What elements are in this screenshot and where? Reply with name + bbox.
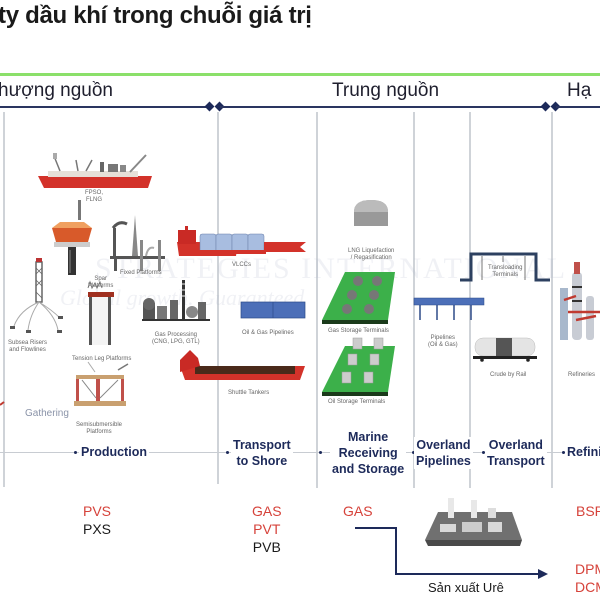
caption-gas-storage: Gas Storage Terminals: [328, 328, 389, 334]
segment-midstream-line: [220, 106, 546, 108]
column-divider: [217, 112, 219, 484]
company-pxs: PXS: [83, 521, 112, 537]
caption-semisubmersible: Semisubmersible Platforms: [76, 422, 123, 435]
segment-downstream-line: [556, 106, 600, 108]
stage-marker: [319, 451, 322, 454]
stage-overland-transport: Overland Transport: [485, 437, 547, 469]
urea-production-label: Sản xuất Urê: [428, 580, 504, 595]
companies-marine: GAS: [343, 502, 373, 520]
urea-plant-icon: [425, 498, 522, 546]
company-pvb: PVB: [252, 539, 281, 555]
lng-tank-icon: [354, 200, 388, 226]
caption-tension-leg: Tension Leg Platforms: [72, 356, 132, 362]
company-pvt: PVT: [253, 521, 281, 537]
company-bsr: BSR: [576, 503, 600, 519]
gathering-edge-arrow: [0, 401, 5, 406]
caption-oil-storage: Oil Storage Terminals: [328, 399, 386, 405]
caption-transloading: Transloading Terminals: [488, 265, 523, 278]
company-dpm: DPM: [575, 561, 600, 577]
subsea-risers-icon: [10, 258, 63, 333]
gas-processing-icon: [142, 280, 210, 321]
semisubmersible-platform-icon: [74, 361, 129, 406]
stage-gathering: Gathering: [25, 408, 69, 419]
column-divider: [316, 112, 318, 488]
company-dcm: DCM: [575, 579, 600, 595]
caption-overland-pipelines: Pipelines (Oil & Gas): [428, 335, 458, 348]
caption-vlcc: VLCCs: [232, 262, 252, 268]
companies-urea: DPM DCM: [575, 560, 600, 596]
segment-midstream-label: Trung nguồn: [332, 80, 440, 101]
stage-overland-pipelines: Overland Pipelines: [414, 437, 473, 469]
stage-marker: [482, 451, 485, 454]
refinery-icon: [560, 262, 600, 340]
accent-divider: [0, 73, 600, 76]
tension-leg-platform-icon: [87, 280, 114, 345]
caption-crude-by-rail: Crude by Rail: [490, 372, 527, 378]
urea-flow-arrow: [355, 527, 548, 579]
column-divider: [551, 112, 553, 488]
caption-oil-gas-pipelines: Oil & Gas Pipelines: [242, 330, 294, 336]
segment-upstream-line: [0, 106, 210, 108]
shuttle-tanker-icon: [180, 350, 305, 380]
stage-refining: Refinin: [565, 444, 600, 460]
caption-gas-processing: Gas Processing (CNG, LPG, GTL): [152, 332, 200, 345]
stage-marker: [562, 451, 565, 454]
fpso-ship-icon: [38, 153, 152, 188]
gas-storage-terminal-icon: [322, 272, 395, 324]
company-gas-marine: GAS: [343, 503, 373, 519]
vlcc-ship-icon: [177, 226, 306, 256]
fixed-platform-icon: [110, 215, 165, 271]
stage-marker: [74, 451, 77, 454]
segment-downstream-label: Hạ: [567, 80, 592, 101]
companies-production: PVS PXS: [83, 502, 111, 538]
value-chain-flow-line: [0, 452, 600, 453]
company-pvs: PVS: [83, 503, 112, 519]
caption-shuttle-tankers: Shuttle Tankers: [228, 390, 270, 396]
companies-refining: BSR: [576, 502, 600, 520]
stage-marine-receiving-storage: Marine Receiving and Storage: [330, 429, 407, 477]
caption-fixed-platforms: Fixed Platforms: [120, 270, 162, 276]
oil-gas-pipeline-icon: [240, 301, 306, 319]
stage-marker: [412, 451, 415, 454]
companies-transport: GAS PVT PVB: [252, 502, 282, 556]
page-title: ty dầu khí trong chuỗi giá trị: [0, 2, 312, 29]
oil-storage-terminal-icon: [322, 337, 395, 396]
stage-transport-to-shore: Transport to Shore: [231, 437, 293, 469]
overland-pipeline-icon: [413, 297, 485, 320]
spar-platform-icon: [52, 200, 92, 275]
caption-refineries: Refineries: [568, 372, 596, 378]
crude-rail-car-icon: [473, 337, 537, 362]
segment-upstream-label: hượng nguồn: [0, 80, 113, 101]
caption-spar: Spar Platforms: [88, 276, 114, 289]
column-divider: [3, 112, 5, 487]
stage-marker: [226, 451, 229, 454]
company-gas: GAS: [252, 503, 282, 519]
watermark-line1: STRATEGIES INTERNATIONAL: [95, 252, 568, 285]
caption-subsea: Subsea Risers and Flowlines: [8, 340, 48, 353]
stage-production: Production: [79, 444, 149, 460]
transloading-terminal-icon: [460, 252, 550, 282]
caption-lng: LNG Liquefaction / Regasification: [348, 248, 395, 261]
caption-fpso: FPSO, FLNG: [85, 190, 104, 203]
